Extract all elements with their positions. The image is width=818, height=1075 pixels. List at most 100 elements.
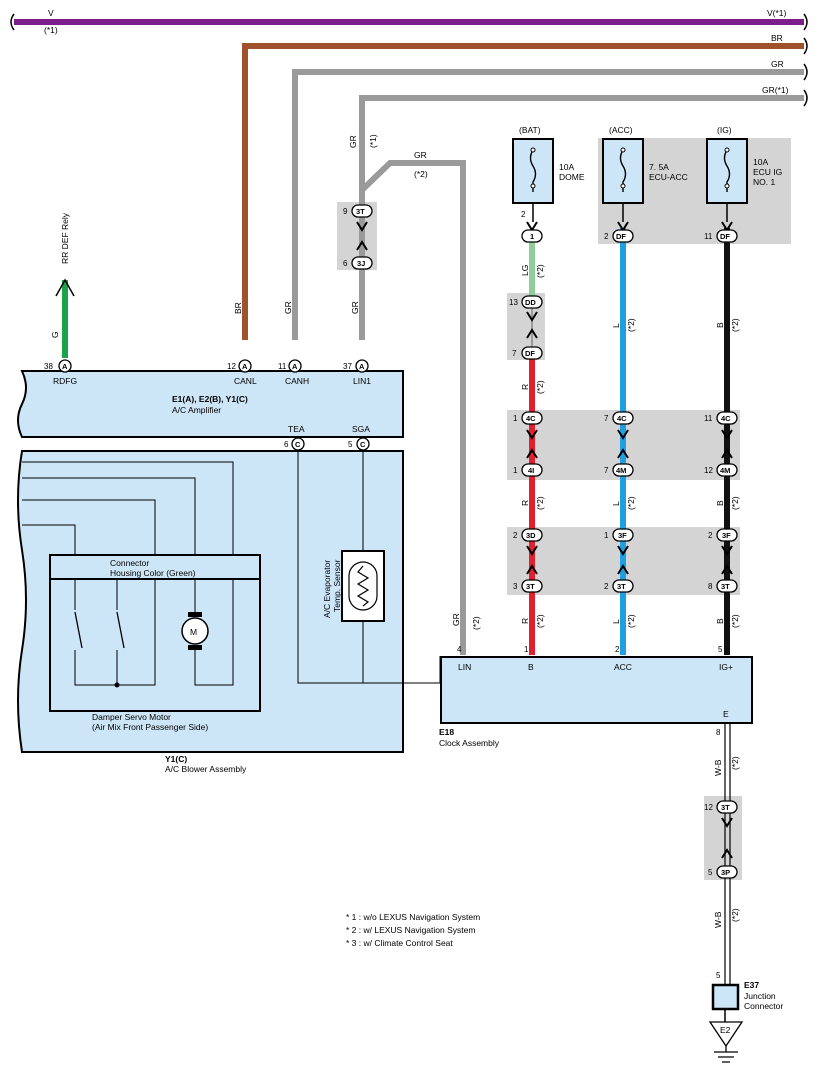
- ground-label: E2: [720, 1025, 731, 1035]
- conn-sga: C5: [348, 437, 370, 451]
- wire-canh-label: GR: [283, 301, 293, 314]
- e37-id: E37: [744, 980, 759, 990]
- conn-rdfg: A38: [44, 359, 72, 373]
- svg-text:3T: 3T: [526, 582, 535, 591]
- svg-text:3D: 3D: [526, 531, 536, 540]
- svg-text:13: 13: [509, 298, 518, 307]
- svg-text:4C: 4C: [721, 414, 731, 423]
- svg-text:2: 2: [513, 531, 518, 540]
- clock-assembly: [440, 656, 753, 724]
- svg-text:(*2): (*2): [626, 318, 636, 332]
- svg-text:3T: 3T: [617, 582, 626, 591]
- conn-bat-1: 12: [521, 210, 543, 243]
- svg-text:7: 7: [604, 466, 609, 475]
- ac-amplifier: [17, 370, 404, 438]
- svg-text:1: 1: [530, 232, 534, 241]
- conn-3f-acc: 3F1: [604, 528, 634, 542]
- svg-text:11: 11: [278, 362, 287, 371]
- svg-text:DD: DD: [525, 298, 536, 307]
- connector-label-1: Connector: [110, 558, 149, 568]
- clock-term-acc: ACC: [614, 662, 632, 672]
- svg-text:2: 2: [708, 531, 713, 540]
- wire-br-label: BR: [233, 302, 243, 314]
- ground-symbol: [714, 1046, 738, 1063]
- svg-text:4C: 4C: [526, 414, 536, 423]
- svg-text:LG: LG: [520, 265, 530, 276]
- wire-gr-vertical: GR: [348, 135, 358, 148]
- svg-text:6: 6: [284, 440, 289, 449]
- connector-label-2: Housing Color (Green): [110, 568, 196, 578]
- fuse-ig-rating: 10A: [753, 157, 768, 167]
- conn-df-acc: DF2: [604, 229, 634, 243]
- servo-label-2: (Air Mix Front Passenger Side): [92, 722, 208, 732]
- fuse-acc-name: ECU-ACC: [649, 172, 688, 182]
- conn-3p: 3P 5: [708, 865, 738, 879]
- fuse-bat-rating: 10A: [559, 162, 574, 172]
- svg-text:(*2): (*2): [730, 318, 740, 332]
- svg-text:DF: DF: [720, 232, 730, 241]
- svg-text:8: 8: [708, 582, 713, 591]
- svg-text:B: B: [715, 500, 725, 506]
- wire-br: [242, 43, 804, 340]
- wire-v-label: V: [48, 8, 54, 18]
- note-3: * 3 : w/ Climate Control Seat: [346, 938, 453, 948]
- svg-text:3T: 3T: [356, 207, 365, 216]
- svg-text:37: 37: [343, 362, 352, 371]
- svg-text:R: R: [520, 618, 530, 624]
- blower-id: Y1(C): [165, 754, 187, 764]
- conn-3j: 3J6: [343, 256, 373, 270]
- conn-canh: A11: [278, 359, 302, 373]
- amplifier-title: E1(A), E2(B), Y1(C): [172, 394, 248, 404]
- blower-name: A/C Blower Assembly: [165, 764, 247, 774]
- conn-dd: DD 13: [509, 295, 543, 309]
- wire-v-right: V(*1): [767, 8, 787, 18]
- svg-text:A: A: [62, 362, 68, 371]
- term-tea: TEA: [288, 424, 305, 434]
- svg-text:(*2): (*2): [730, 908, 740, 922]
- e37-line2: Connector: [744, 1001, 783, 1011]
- svg-text:L: L: [611, 501, 621, 506]
- svg-text:A: A: [359, 362, 365, 371]
- svg-text:4I: 4I: [528, 466, 534, 475]
- fuse-ig-name-2: NO. 1: [753, 177, 775, 187]
- note-1: * 1 : w/o LEXUS Navigation System: [346, 912, 480, 922]
- svg-text:3T: 3T: [721, 582, 730, 591]
- fuse-ig-header: (IG): [717, 125, 732, 135]
- svg-text:(*2): (*2): [535, 264, 545, 278]
- fuse-bat-name: DOME: [559, 172, 585, 182]
- fuse-ig-name-1: ECU IG: [753, 167, 782, 177]
- svg-text:L: L: [611, 323, 621, 328]
- svg-text:W-B: W-B: [713, 759, 723, 776]
- svg-text:(*2): (*2): [730, 614, 740, 628]
- sensor-label-2: Temp. Sensor: [332, 559, 342, 612]
- wire-lin1-label: GR: [350, 301, 360, 314]
- svg-text:C: C: [295, 440, 301, 449]
- conn-3t-acc: 3T2: [604, 579, 634, 593]
- svg-text:3P: 3P: [721, 868, 730, 877]
- svg-text:4: 4: [457, 645, 462, 654]
- svg-text:(*2): (*2): [730, 496, 740, 510]
- svg-text:5: 5: [708, 868, 713, 877]
- clock-term-lin: LIN: [458, 662, 471, 672]
- conn-3t-b: 3T3: [513, 579, 543, 593]
- servo-label-1: Damper Servo Motor: [92, 712, 171, 722]
- svg-text:12: 12: [704, 466, 713, 475]
- ground-e2: [708, 1021, 744, 1048]
- svg-text:(*2): (*2): [626, 496, 636, 510]
- fuse-bat-header: (BAT): [519, 125, 541, 135]
- clock-term-e: E: [723, 709, 729, 719]
- svg-text:11: 11: [704, 232, 713, 241]
- clock-id: E18: [439, 727, 454, 737]
- svg-text:W-B: W-B: [713, 911, 723, 928]
- svg-text:GR: GR: [451, 613, 461, 626]
- svg-text:B: B: [715, 618, 725, 624]
- wire-labels: LG (*2) R (*2) L (*2) B (*2) R (*2) L (*…: [451, 264, 740, 928]
- svg-text:4M: 4M: [616, 466, 626, 475]
- wire-gr-branch-note: (*2): [414, 169, 428, 179]
- svg-text:12: 12: [704, 803, 713, 812]
- svg-text:C: C: [360, 440, 366, 449]
- svg-text:3F: 3F: [618, 531, 627, 540]
- wire-gr-canh: [292, 69, 804, 340]
